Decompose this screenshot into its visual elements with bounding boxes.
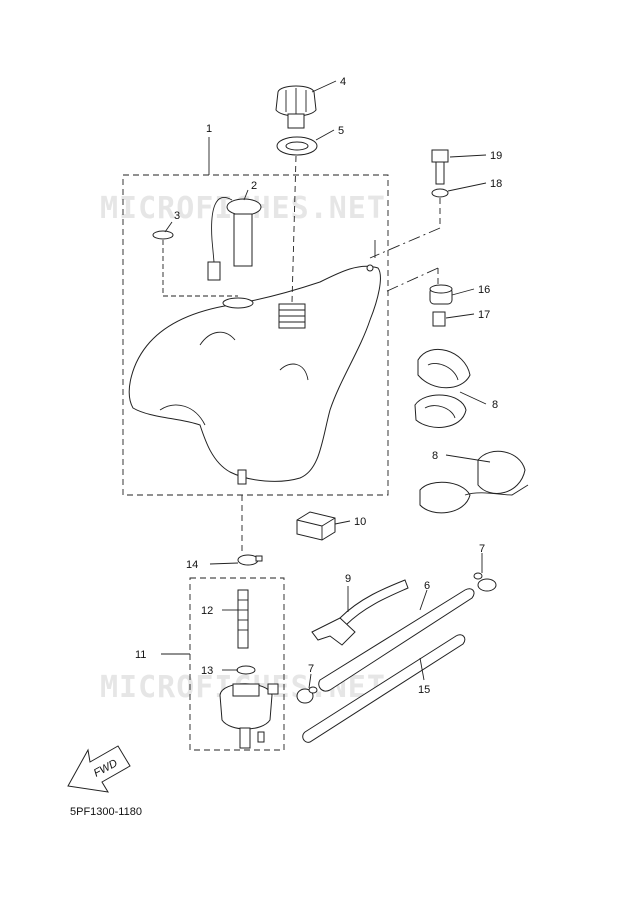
callout-8-upper: 8 [492,399,498,411]
callout-18: 18 [490,178,502,190]
callout-14: 14 [186,559,198,571]
vacuum-hose [302,634,466,743]
band [296,511,336,541]
fuel-sender-unit [207,197,262,281]
breather-hose [311,579,409,646]
tank-assembly-group-box [122,174,389,496]
damper-guide-line [384,267,439,293]
callout-1: 1 [206,123,212,135]
o-ring [236,665,256,675]
hose-clip-upper [473,572,497,592]
fuel-cock-group-box [189,577,285,751]
fuel-cock [219,683,279,749]
callout-3: 3 [174,210,180,222]
strainer [237,589,249,649]
callout-8-lower: 8 [432,450,438,462]
fuel-tank [128,264,381,485]
sender-gasket [152,230,174,240]
callout-10: 10 [354,516,366,528]
callout-17: 17 [478,309,490,321]
callout-5: 5 [338,125,344,137]
callout-11: 11 [135,649,146,661]
bolt-guide-line [369,227,441,259]
bolt [431,149,449,185]
callout-2: 2 [251,180,257,192]
damper [429,284,453,305]
callout-leaders [161,80,491,689]
damper-set-upper [414,348,471,428]
callout-7-lower: 7 [308,663,314,675]
fuel-hose [318,588,475,692]
diagram-code: 5PF1300-1180 [70,806,142,818]
callout-15: 15 [418,684,430,696]
callout-16: 16 [478,284,490,296]
callout-9: 9 [345,573,351,585]
callout-6: 6 [424,580,430,592]
callout-13: 13 [201,665,213,677]
callout-12: 12 [201,605,213,617]
cap-guide-line [291,155,297,303]
collar [432,311,446,327]
hose-clip [237,554,263,566]
hose-clip-lower [296,686,318,704]
fuel-cap [275,85,317,129]
callout-4: 4 [340,76,346,88]
forward-arrow-icon: FWD [67,745,131,793]
gasket-guide-line [162,240,238,297]
callout-19: 19 [490,150,502,162]
callout-7-upper: 7 [479,543,485,555]
washer [431,188,449,198]
